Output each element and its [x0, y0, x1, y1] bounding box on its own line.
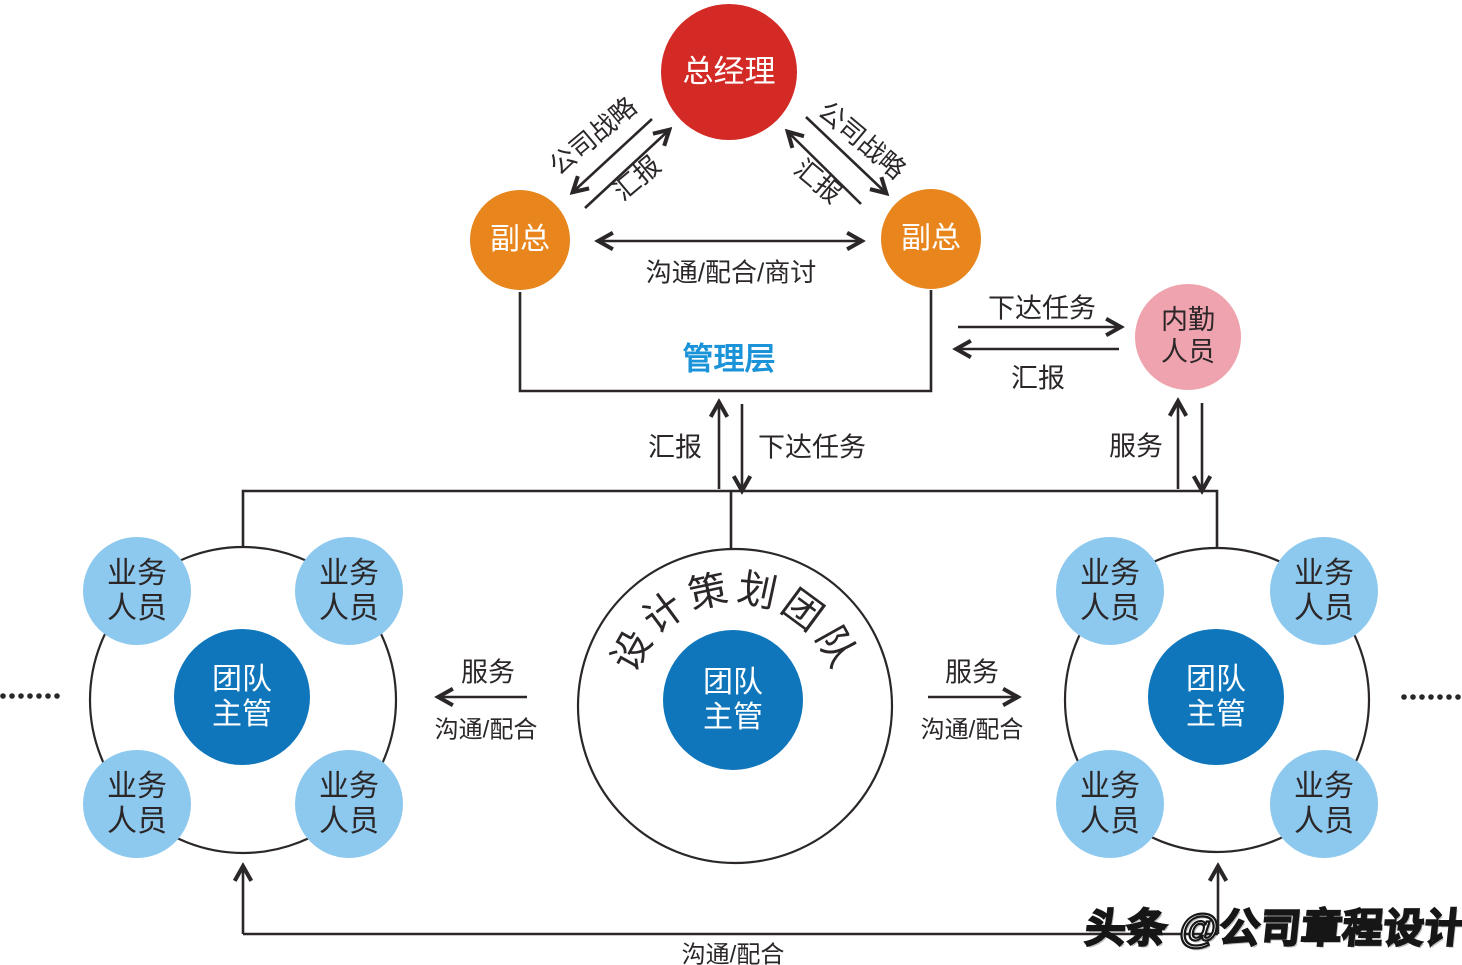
- ellipsis-right-icon: [1401, 694, 1461, 700]
- staff-node: 业务 人员: [295, 537, 403, 645]
- left-team-supervisor-node: 团队 主管: [174, 629, 310, 765]
- staff-label-line1: 业务: [1080, 769, 1140, 803]
- staff-label-line2: 人员: [1080, 805, 1140, 838]
- arrow-lines: [243, 116, 1218, 936]
- deputy-left-node: 副总: [470, 190, 570, 290]
- management-layer-label: 管理层: [682, 341, 776, 377]
- staff-label-line2: 人员: [107, 805, 167, 838]
- supervisor-label-line1: 团队: [703, 665, 763, 699]
- watermark: 头条 @公司章程设计: [1082, 906, 1462, 952]
- bottom-coop-label: 沟通/配合: [681, 941, 785, 965]
- staff-label-line1: 业务: [319, 556, 379, 590]
- staff-label-line1: 业务: [319, 769, 379, 803]
- supervisor-label-line2: 主管: [212, 698, 272, 731]
- report-left-arrow: [584, 131, 668, 209]
- center-team-supervisor-node: 团队 主管: [663, 630, 803, 770]
- staff-node: 业务 人员: [1056, 537, 1164, 645]
- mid-report-label: 汇报: [648, 432, 702, 463]
- general-manager-node: 总经理: [661, 4, 797, 140]
- staff-label-line2: 人员: [319, 805, 379, 838]
- staff-label-line1: 业务: [1080, 556, 1140, 590]
- staff-node: 业务 人员: [83, 750, 191, 858]
- strategy-left-arrow: [574, 118, 653, 191]
- staff-node: 业务 人员: [295, 750, 403, 858]
- report-right-arrow: [789, 133, 862, 205]
- staff-node: 业务 人员: [1056, 750, 1164, 858]
- staff-label-line1: 业务: [107, 769, 167, 803]
- staff-label-line2: 人员: [319, 592, 379, 625]
- internal-staff-label-line2: 人员: [1161, 337, 1215, 367]
- deputy-left-label: 副总: [490, 223, 550, 257]
- ellipsis-left-icon: [0, 693, 60, 699]
- supervisor-label-line1: 团队: [1186, 662, 1246, 696]
- staff-label-line1: 业务: [1294, 769, 1354, 803]
- supervisor-label-line2: 主管: [703, 701, 763, 734]
- staff-label-line2: 人员: [1080, 592, 1140, 625]
- strategy-right-arrow: [805, 116, 885, 192]
- staff-label-line2: 人员: [1294, 805, 1354, 838]
- general-manager-label: 总经理: [682, 53, 776, 89]
- internal-report-label: 汇报: [1011, 363, 1065, 394]
- staff-node: 业务 人员: [83, 537, 191, 645]
- internal-service-label: 服务: [1109, 431, 1163, 462]
- staff-node: 业务 人员: [1270, 537, 1378, 645]
- coop-left-label: 沟通/配合: [434, 716, 538, 744]
- internal-staff-label-line1: 内勤: [1161, 305, 1215, 336]
- staff-node: 业务 人员: [1270, 750, 1378, 858]
- supervisor-label-line1: 团队: [212, 662, 272, 696]
- internal-staff-node: 内勤 人员: [1135, 284, 1241, 390]
- service-right-label: 服务: [945, 657, 999, 688]
- supervisor-label-line2: 主管: [1186, 698, 1246, 731]
- right-team-supervisor-node: 团队 主管: [1148, 629, 1284, 765]
- deputies-communication-label: 沟通/配合/商讨: [645, 257, 817, 288]
- service-left-label: 服务: [461, 657, 515, 688]
- mid-assign-label: 下达任务: [758, 432, 866, 463]
- deputy-right-label: 副总: [901, 222, 961, 256]
- staff-label-line2: 人员: [1294, 592, 1354, 625]
- management-bracket: [518, 290, 933, 393]
- deputy-right-node: 副总: [881, 189, 981, 289]
- coop-right-label: 沟通/配合: [920, 716, 1024, 744]
- staff-label-line2: 人员: [107, 592, 167, 625]
- staff-label-line1: 业务: [1294, 556, 1354, 590]
- assign-task-label: 下达任务: [988, 293, 1096, 324]
- staff-label-line1: 业务: [107, 556, 167, 590]
